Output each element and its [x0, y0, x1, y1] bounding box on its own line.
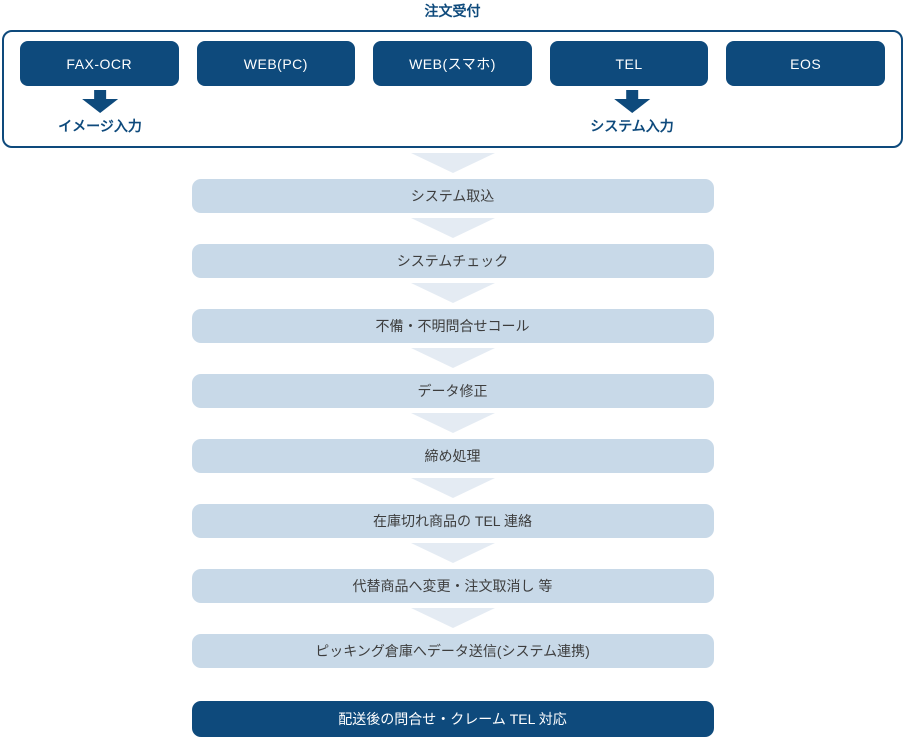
channel-button: EOS: [726, 41, 885, 86]
down-arrow-icon: [614, 90, 650, 113]
flow-step: 在庫切れ商品の TEL 連絡: [191, 504, 714, 538]
arrow-stem: [626, 90, 638, 99]
channel-button: WEB(スマホ): [373, 41, 532, 86]
order-channels-container: FAX-OCR WEB(PC) WEB(スマホ) TEL EOS イメージ入力: [2, 30, 903, 148]
flow-steps: システム取込 システムチェック 不備・不明問合せコール データ修正 締め処理 在…: [191, 153, 714, 668]
channel-output-system-input: システム入力: [590, 90, 674, 136]
arrow-head: [614, 99, 650, 113]
down-chevron-icon: [410, 218, 495, 238]
output-label: システム入力: [590, 118, 674, 134]
down-chevron-icon: [410, 608, 495, 628]
output-label: イメージ入力: [58, 118, 142, 134]
page-title: 注文受付: [424, 3, 481, 19]
channel-button: FAX-OCR: [20, 41, 179, 86]
flow-step: 締め処理: [191, 439, 714, 473]
flow-step: システム取込: [191, 179, 714, 213]
final-step: 配送後の問合せ・クレーム TEL 対応: [191, 701, 714, 737]
channel-button: TEL: [549, 41, 709, 86]
down-chevron-icon: [410, 283, 495, 303]
flow-step: ピッキング倉庫へデータ送信(システム連携): [191, 634, 714, 668]
flow-step: システムチェック: [191, 244, 714, 278]
down-chevron-icon: [410, 543, 495, 563]
down-arrow-icon: [81, 90, 118, 113]
channel-button: WEB(PC): [196, 41, 356, 86]
arrow-stem: [93, 90, 106, 99]
down-chevron-icon: [410, 153, 495, 173]
flow-step: データ修正: [191, 374, 714, 408]
down-chevron-icon: [410, 348, 495, 368]
flow-step: 代替商品へ変更・注文取消し 等: [191, 569, 714, 603]
arrow-head: [81, 99, 118, 113]
channel-output-image-input: イメージ入力: [58, 90, 142, 136]
flow-step: 不備・不明問合せコール: [191, 309, 714, 343]
channel-buttons-row: FAX-OCR WEB(PC) WEB(スマホ) TEL EOS: [4, 32, 901, 86]
down-chevron-icon: [410, 413, 495, 433]
down-chevron-icon: [410, 478, 495, 498]
